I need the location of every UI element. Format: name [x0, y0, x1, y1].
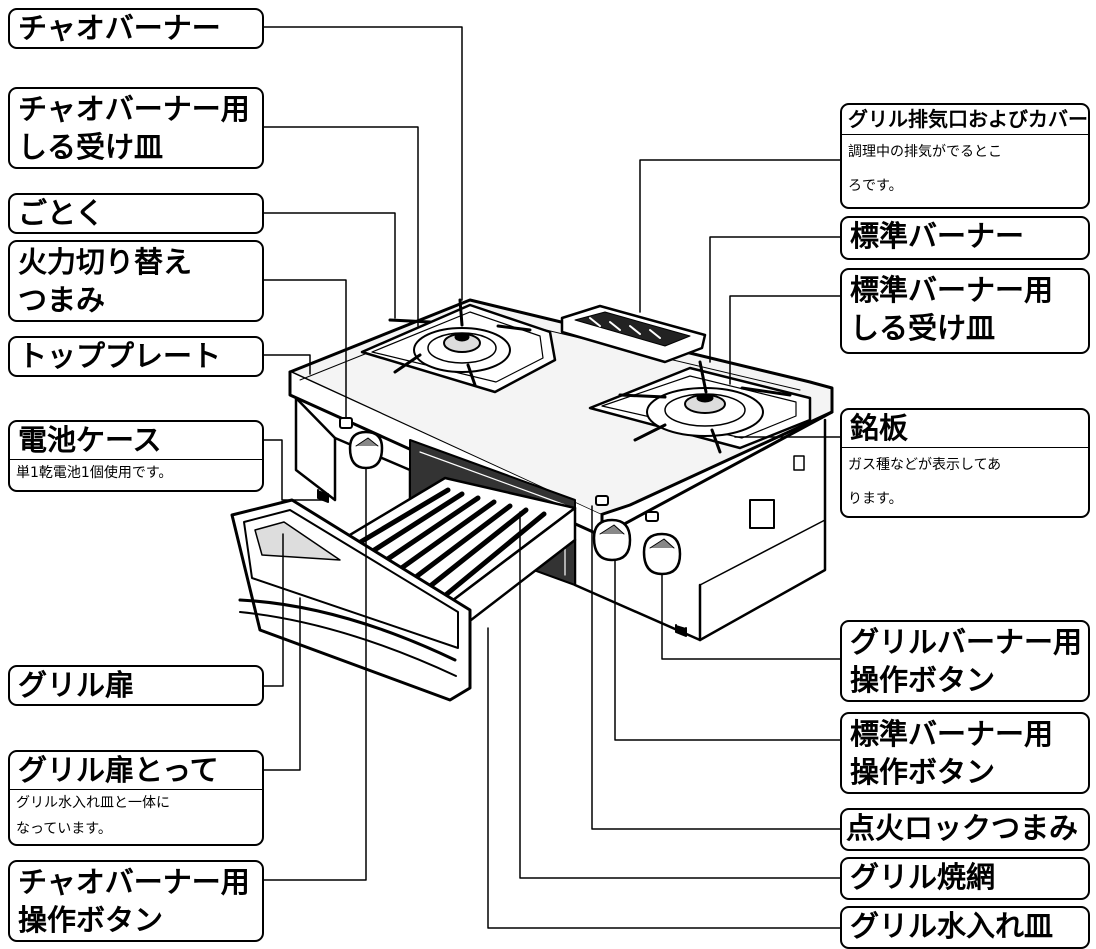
- heat-adjust-knob: [339, 417, 353, 429]
- label-ignition-lock-knob: 点火ロックつまみ: [840, 808, 1090, 851]
- grill-burner-button: [642, 532, 682, 576]
- label-chao-burner-drip-tray: チャオバーナー用 しる受け皿: [8, 87, 264, 169]
- label-battery-case: 電池ケース 単1乾電池1個使用です。: [8, 420, 264, 492]
- ignition-lock-knob: [595, 495, 659, 522]
- label-grill-door-handle: グリル扉とって グリル水入れ皿と一体に なっています。: [8, 750, 264, 846]
- label-trivet: ごとく: [8, 193, 264, 234]
- label-heat-adjust-knob: 火力切り替え つまみ: [8, 240, 264, 322]
- standard-burner: [588, 360, 812, 454]
- stove-front-panel: [294, 396, 827, 642]
- label-grill-water-tray: グリル水入れ皿: [840, 906, 1090, 949]
- label-top-plate: トッププレート: [8, 336, 264, 377]
- standard-burner-button: [592, 518, 632, 562]
- label-nameplate: 銘板 ガス種などが表示してあ ります。: [840, 408, 1090, 518]
- grill-exhaust: [560, 304, 707, 364]
- chao-burner: [360, 298, 557, 394]
- label-chao-burner-button: チャオバーナー用 操作ボタン: [8, 860, 264, 942]
- label-grill-door: グリル扉: [8, 665, 264, 706]
- label-standard-burner-button: 標準バーナー用 操作ボタン: [840, 712, 1090, 794]
- grill-door-handle: [238, 598, 457, 677]
- label-chao-burner: チャオバーナー: [8, 8, 264, 49]
- chao-burner-button: [348, 430, 384, 470]
- nameplate: [749, 455, 805, 529]
- label-standard-burner: 標準バーナー: [840, 216, 1090, 260]
- label-grill-net: グリル焼網: [840, 857, 1090, 900]
- label-standard-burner-drip-tray: 標準バーナー用 しる受け皿: [840, 268, 1090, 354]
- label-grill-exhaust: グリル排気口およびカバー 調理中の排気がでるとこ ろです。: [840, 103, 1090, 209]
- label-grill-burner-button: グリルバーナー用 操作ボタン: [840, 620, 1090, 702]
- leader-lines: [262, 26, 843, 929]
